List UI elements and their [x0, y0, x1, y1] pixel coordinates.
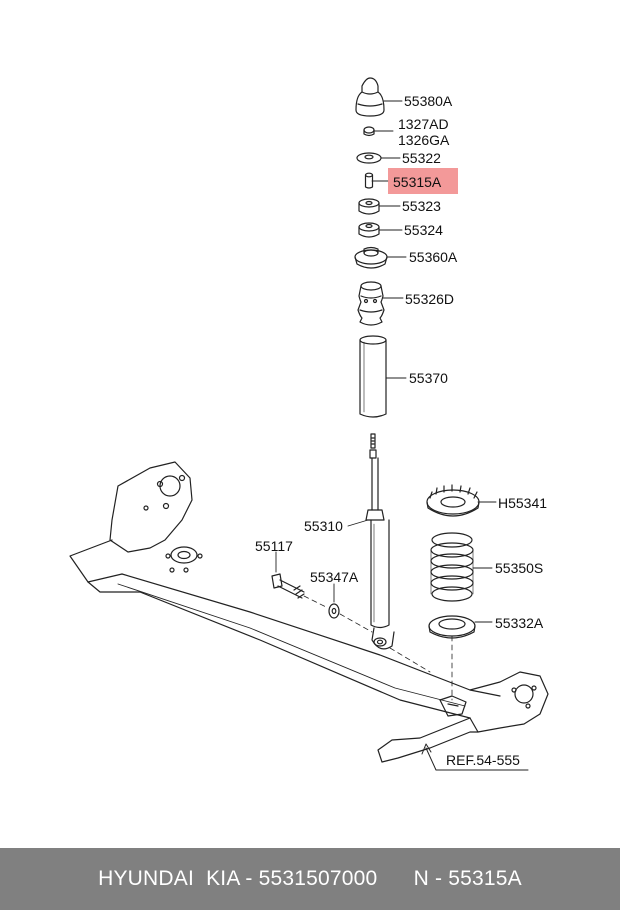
bolt-washer-part: [328, 603, 340, 619]
label-55347a: 55347A: [310, 569, 359, 585]
footer-brand-part-number: HYUNDAI KIA - 5531507000: [98, 867, 378, 890]
lower-spring-seat-part: [428, 615, 476, 639]
bolt-part: [271, 573, 305, 599]
ref-leader: [421, 743, 529, 771]
leader-lines: [275, 100, 497, 623]
label-55324: 55324: [404, 222, 443, 238]
label-55370: 55370: [409, 370, 448, 386]
label-55310: 55310: [304, 518, 343, 534]
footer-spacer: [377, 867, 413, 891]
mounting-bracket-part: [354, 246, 388, 269]
bushing-spacer-part: [364, 172, 374, 189]
label-55360a: 55360A: [409, 249, 458, 265]
label-55315a: 55315A: [393, 174, 442, 190]
label-1327ad: 1327AD: [398, 116, 449, 132]
parts-diagram: 55380A 1327AD 1326GA 55322 55315A 55323 …: [69, 77, 549, 771]
rear-axle-beam: [69, 461, 549, 763]
footer-bar: HYUNDAI KIA - 5531507000 N - 55315A: [0, 848, 620, 910]
label-1326ga: 1326GA: [398, 132, 450, 148]
lower-bushing-part: [358, 222, 380, 238]
label-55323: 55323: [402, 198, 441, 214]
shock-absorber-part: [365, 433, 395, 650]
upper-bushing-part: [358, 198, 380, 215]
label-h55341: H55341: [498, 495, 547, 511]
alignment-lines: [303, 595, 453, 701]
label-55350s: 55350S: [495, 560, 543, 576]
dust-cap-part: [355, 77, 385, 117]
highlight-box: [388, 168, 458, 194]
footer-part-reference: N - 55315A: [413, 867, 522, 890]
upper-spring-seat-part: [426, 484, 480, 517]
label-55380a: 55380A: [404, 93, 453, 109]
dust-cover-part: [359, 335, 387, 418]
label-ref: REF.54-555: [446, 752, 520, 768]
washer-part: [356, 152, 382, 164]
nut-part: [363, 126, 375, 137]
label-55332a: 55332A: [495, 615, 544, 631]
label-55326d: 55326D: [405, 291, 454, 307]
bump-stopper-part: [357, 281, 385, 326]
label-55322: 55322: [402, 150, 441, 166]
label-55117: 55117: [255, 538, 293, 554]
diagram-svg: 55380A 1327AD 1326GA 55322 55315A 55323 …: [69, 77, 549, 771]
coil-spring-part: [430, 532, 474, 602]
